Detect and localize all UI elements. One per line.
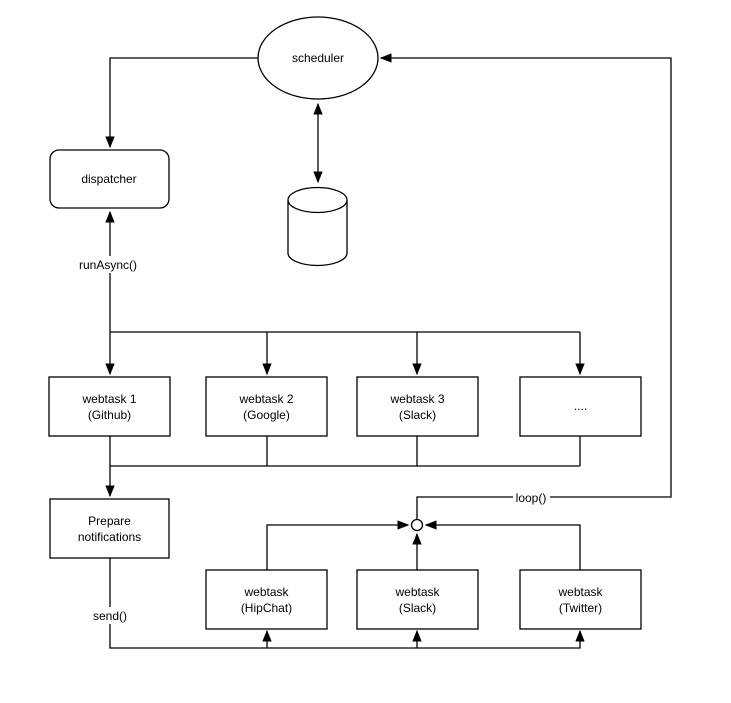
webtask-slack-label-line1: webtask: [394, 585, 440, 599]
edge-label-runasync: runAsync(): [79, 258, 137, 272]
prepare-label-line1: Prepare: [88, 514, 131, 528]
webtask-slack-label-line2: (Slack): [399, 601, 436, 615]
node-webtask1: webtask 1 (Github): [48, 376, 171, 437]
webtask-twitter-label-line1: webtask: [557, 585, 603, 599]
edges: [105, 53, 672, 649]
dispatcher-label: dispatcher: [81, 172, 136, 186]
node-scheduler: scheduler: [257, 16, 379, 100]
node-prepare-notifications: Prepare notifications: [49, 498, 170, 559]
prepare-label-line2: notifications: [78, 530, 141, 544]
database-cylinder-icon: [287, 186, 348, 267]
node-webtask-slack: webtask (Slack): [356, 569, 479, 630]
junction-circle: [410, 518, 424, 532]
webtask-twitter-label-line2: (Twitter): [559, 601, 602, 615]
node-webtask3: webtask 3 (Slack): [356, 376, 479, 437]
webtask2-label-line1: webtask 2: [238, 392, 293, 406]
webtask1-label-line1: webtask 1: [81, 392, 136, 406]
webtask3-label-line2: (Slack): [399, 408, 436, 422]
webtask1-label-line2: (Github): [88, 408, 131, 422]
node-webtask2: webtask 2 (Google): [205, 376, 328, 437]
edge-scheduler-to-dispatcher: [105, 57, 258, 149]
edge-merge-bus: [109, 436, 581, 467]
nodes: scheduler dispatcher webtask 1 (Github) …: [48, 16, 642, 630]
edge-labels: runAsync() send() loop(): [72, 256, 550, 624]
edge-label-send: send(): [93, 609, 127, 623]
edge-twitter-to-junction: [424, 520, 581, 570]
node-webtask-hipchat: webtask (HipChat): [205, 569, 328, 630]
webtask-more-label: ....: [574, 399, 587, 413]
edge-send-bus: [109, 558, 585, 649]
edge-hipchat-to-junction: [266, 520, 410, 570]
webtask2-label-line2: (Google): [243, 408, 290, 422]
node-dispatcher: dispatcher: [49, 149, 170, 209]
scheduler-label: scheduler: [292, 51, 344, 65]
webtask-hipchat-label-line1: webtask: [243, 585, 289, 599]
webtask-hipchat-label-line2: (HipChat): [241, 601, 292, 615]
edge-loop-to-scheduler: [379, 53, 672, 519]
edge-label-loop: loop(): [516, 491, 547, 505]
node-webtask-twitter: webtask (Twitter): [519, 569, 642, 630]
webtask3-label-line1: webtask 3: [389, 392, 444, 406]
node-webtask-more: ....: [519, 376, 642, 437]
